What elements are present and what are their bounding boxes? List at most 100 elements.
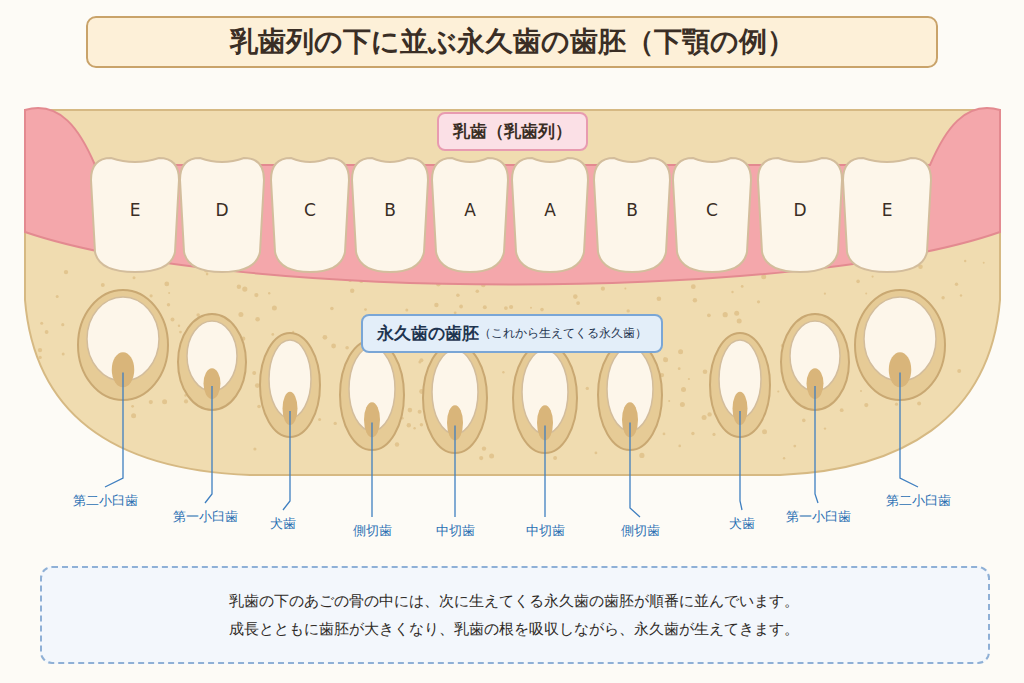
bone-speck xyxy=(865,292,867,294)
leader-line xyxy=(105,373,123,488)
leader-line xyxy=(205,386,212,503)
bone-speck xyxy=(489,453,494,458)
bone-speck xyxy=(131,405,134,408)
bone-speck xyxy=(663,357,668,362)
primary-tooth xyxy=(91,158,179,272)
primary-tooth xyxy=(352,158,428,272)
bone-speck xyxy=(553,456,557,460)
tooth-letter: D xyxy=(793,200,806,220)
bone-speck xyxy=(731,291,733,293)
bone-speck xyxy=(941,296,944,299)
bone-speck xyxy=(38,356,41,359)
bone-speck xyxy=(61,323,64,326)
title-box: 乳歯列の下に並ぶ永久歯の歯胚（下顎の例） xyxy=(86,16,938,68)
bud-name: 側切歯 xyxy=(353,522,392,540)
bone-speck xyxy=(712,433,715,436)
bone-speck xyxy=(331,344,336,349)
caption-box: 乳歯の下のあごの骨の中には、次に生えてくる永久歯の歯胚が順番に並んでいます。 成… xyxy=(40,566,990,664)
bone-speck xyxy=(45,330,49,334)
bone-speck xyxy=(131,413,136,418)
bone-speck xyxy=(627,309,630,312)
bone-speck xyxy=(824,427,826,429)
tooth-letter: C xyxy=(706,200,718,220)
tooth-letter: E xyxy=(130,200,141,220)
bud-name: 第一小臼歯 xyxy=(173,508,238,526)
tooth-bud-label: 永久歯の歯胚（これから生えてくる永久歯） xyxy=(361,314,663,353)
bone-speck xyxy=(573,294,578,299)
bone-speck xyxy=(957,369,961,373)
bone-speck xyxy=(680,402,685,407)
bone-speck xyxy=(691,432,694,435)
bud-name: 犬歯 xyxy=(270,515,296,533)
bone-speck xyxy=(624,288,626,290)
bone-speck xyxy=(504,306,508,310)
bone-speck xyxy=(64,270,68,274)
bone-speck xyxy=(917,401,921,405)
primary-tooth xyxy=(271,158,349,272)
leader-line xyxy=(740,411,742,510)
bone-speck xyxy=(395,442,399,446)
bone-speck xyxy=(407,423,411,427)
bone-speck xyxy=(253,447,256,450)
leader-line xyxy=(454,426,455,518)
leader-line xyxy=(283,411,290,510)
primary-tooth xyxy=(432,158,508,272)
bone-speck xyxy=(255,317,260,322)
bone-speck xyxy=(419,358,423,362)
bone-speck xyxy=(777,390,779,392)
bone-speck xyxy=(540,308,544,312)
bone-speck xyxy=(502,371,504,373)
bone-speck xyxy=(895,403,898,406)
leader-line xyxy=(900,373,918,488)
tooth-letter: B xyxy=(626,200,638,220)
bone-speck xyxy=(707,313,711,317)
tooth-letter: D xyxy=(215,200,228,220)
node-heading: 乳歯（乳歯列） xyxy=(453,121,572,141)
bone-speck xyxy=(420,423,423,426)
bone-speck xyxy=(255,383,260,388)
bud-name: 中切歯 xyxy=(436,522,475,540)
node-note: （これから生えてくる永久歯） xyxy=(479,326,647,340)
bone-speck xyxy=(872,276,874,278)
bone-speck xyxy=(257,405,261,409)
bone-speck xyxy=(479,456,483,460)
bone-speck xyxy=(133,276,136,279)
primary-tooth xyxy=(594,158,670,272)
bone-speck xyxy=(657,297,662,302)
primary-tooth xyxy=(512,158,588,272)
bone-speck xyxy=(167,303,170,306)
bone-speck xyxy=(318,418,321,421)
bone-speck xyxy=(434,303,438,307)
primary-tooth xyxy=(180,158,264,272)
bone-speck xyxy=(639,453,644,458)
bone-speck xyxy=(40,322,43,325)
bone-speck xyxy=(149,400,153,404)
bone-speck xyxy=(268,292,270,294)
bud-name: 側切歯 xyxy=(621,522,660,540)
bone-speck xyxy=(864,403,868,407)
bone-speck xyxy=(206,273,209,276)
bone-speck xyxy=(184,399,188,403)
bone-speck xyxy=(252,371,256,375)
bone-speck xyxy=(456,294,460,298)
bone-speck xyxy=(271,333,274,336)
title: 乳歯列の下に並ぶ永久歯の歯胚（下顎の例） xyxy=(230,23,795,61)
bone-speck xyxy=(678,445,681,448)
bone-speck xyxy=(413,427,415,429)
bone-speck xyxy=(168,292,170,294)
primary-tooth xyxy=(673,158,751,272)
bone-speck xyxy=(242,287,247,292)
bone-speck xyxy=(737,319,742,324)
bone-speck xyxy=(530,307,532,309)
bone-speck xyxy=(364,308,367,311)
bone-speck xyxy=(323,335,328,340)
bone-speck xyxy=(840,408,844,412)
leader-lines xyxy=(105,373,918,518)
tooth-letter: B xyxy=(384,200,396,220)
primary-tooth xyxy=(758,158,842,272)
bone-speck xyxy=(483,305,487,309)
bone-speck xyxy=(595,452,598,455)
bone-speck xyxy=(702,415,707,420)
tooth-letter: A xyxy=(544,200,556,220)
bone-texture xyxy=(38,260,985,460)
